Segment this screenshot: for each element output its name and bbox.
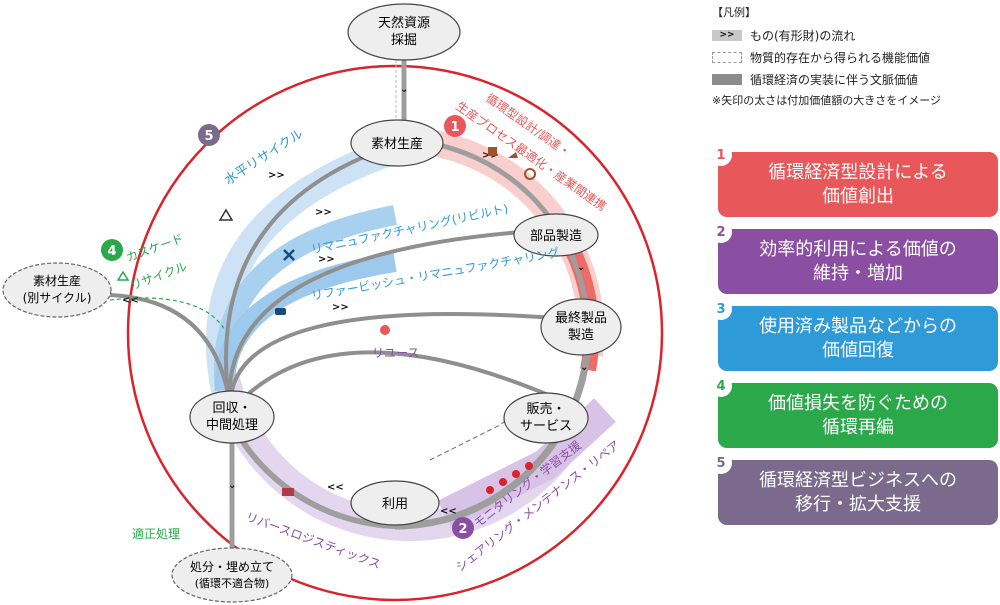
- flow-reverse: [227, 418, 396, 529]
- node-label: 製造: [568, 328, 594, 343]
- node-sales-service[interactable]: 販売・ サービス: [503, 392, 589, 444]
- legend: 【凡例】 >> もの(有形財)の流れ 物質的存在から得られる機能価値 循環経済の…: [712, 4, 997, 108]
- legend-label: もの(有形財)の流れ: [750, 28, 856, 43]
- key-label: 循環経済型ビジネスへの 移行・拡大支援: [759, 469, 957, 515]
- node-parts-manufacturing[interactable]: 部品製造: [513, 213, 599, 257]
- key-number: 2: [710, 221, 732, 243]
- gear-icon: [524, 168, 536, 180]
- node-natural-resources[interactable]: 天然資源 採掘: [347, 3, 461, 61]
- flow-arrow: ⌄: [580, 362, 588, 373]
- flow-arrow: ⌄: [228, 480, 236, 491]
- flow-reman: [227, 228, 551, 411]
- marker-4: 4: [101, 239, 123, 261]
- key-label: 循環経済型設計による 価値創出: [768, 161, 948, 207]
- circular-economy-diagram: ⌄ >> ⌄ ⌄ << << ⌄ >> >> >> >> << 天然資源 採掘 …: [2, 3, 664, 603]
- key-label: 使用済み製品などからの 価値回復: [759, 315, 957, 361]
- marker-5: 5: [198, 124, 220, 146]
- label-cascade: カスケード: [124, 231, 185, 265]
- node-label: 回収・: [212, 401, 251, 416]
- node-label: 中間処理: [206, 418, 258, 433]
- node-label: 部品製造: [530, 229, 582, 244]
- marker-2: 2: [452, 517, 474, 539]
- legend-item-functional: 物質的存在から得られる機能価値: [712, 46, 997, 68]
- flow-use: [394, 332, 592, 530]
- key-box-2[interactable]: 2 効率的利用による価値の 維持・増加: [710, 221, 998, 294]
- legend-note: ※矢印の太さは付加価値額の大きさをイメージ: [712, 94, 941, 107]
- category-key: 1 循環経済型設計による 価値創出 2 効率的利用による価値の 維持・増加 3 …: [710, 144, 998, 537]
- svg-text:1: 1: [450, 120, 459, 135]
- svg-text:5: 5: [204, 129, 213, 144]
- node-collection[interactable]: 回収・ 中間処理: [189, 390, 275, 444]
- flow-arrow: ⌄: [577, 262, 585, 273]
- node-label: (別サイクル): [23, 291, 92, 305]
- tools-icon: [283, 249, 295, 261]
- flow-refurbish: [227, 312, 581, 411]
- cascade-dash: [109, 297, 226, 331]
- key-number: 3: [710, 298, 732, 320]
- node-label: サービス: [520, 419, 572, 434]
- flow-arrow: ⌄: [400, 84, 408, 95]
- label-horizontal-recycle: 水平リサイクル: [222, 127, 306, 189]
- legend-item-flow: >> もの(有形財)の流れ: [712, 24, 997, 46]
- node-label: 天然資源: [378, 15, 430, 31]
- flow-arrow: >>: [315, 207, 332, 218]
- legend-label: 循環経済の実装に伴う文脈価値: [750, 72, 919, 87]
- legend-label: 物質的存在から得られる機能価値: [750, 50, 931, 65]
- reuse-icon: [380, 325, 390, 335]
- node-label: 素材生産: [33, 273, 81, 288]
- flow-horizontal-recycle: [224, 143, 396, 411]
- svg-text:4: 4: [107, 244, 116, 259]
- key-box-5[interactable]: 5 循環経済型ビジネスへの 移行・拡大支援: [710, 452, 998, 525]
- node-label: 採掘: [391, 33, 417, 48]
- solid-swatch: [712, 73, 742, 85]
- recycle-icon: [218, 208, 234, 221]
- flow-arrow: >>: [318, 254, 335, 265]
- flow-arrow: <<: [122, 295, 139, 306]
- flow-arrow: <<: [440, 506, 457, 517]
- label-proper-treatment: 適正処理: [132, 526, 180, 541]
- key-box-3[interactable]: 3 使用済み製品などからの 価値回復: [710, 298, 998, 371]
- crane-icon: [508, 152, 518, 158]
- factory-icon: [488, 147, 497, 156]
- flow-arrow: >>: [268, 170, 285, 181]
- node-label: 利用: [382, 497, 408, 512]
- node-label: 販売・: [526, 401, 565, 417]
- dashed-swatch: [712, 51, 742, 63]
- node-label: 素材生産: [371, 136, 423, 152]
- service-band-outline: [429, 394, 541, 461]
- car-icon: [275, 308, 286, 315]
- node-label: (循環不適合物): [195, 576, 270, 590]
- node-material-other-cycle[interactable]: 素材生産 (別サイクル): [2, 262, 112, 318]
- node-label: 処分・埋め立て: [190, 559, 274, 574]
- key-number: 4: [710, 375, 732, 397]
- truck-icon: [282, 488, 294, 496]
- marker-1: 1: [444, 115, 466, 137]
- key-label: 価値損失を防ぐための 循環再編: [768, 392, 948, 438]
- key-number: 1: [710, 144, 732, 166]
- flow-arrow: >>: [332, 302, 349, 313]
- flow-arrow-swatch: >>: [712, 29, 742, 41]
- node-disposal[interactable]: 処分・埋め立て (循環不適合物): [171, 547, 293, 603]
- node-label: 最終製品: [555, 310, 607, 326]
- key-box-4[interactable]: 4 価値損失を防ぐための 循環再編: [710, 375, 998, 448]
- key-label: 効率的利用による価値の 維持・増加: [759, 238, 957, 284]
- legend-item-contextual: 循環経済の実装に伴う文脈価値: [712, 68, 997, 90]
- legend-title: 【凡例】: [712, 6, 756, 19]
- flow-arrow: <<: [327, 482, 344, 493]
- svg-text:2: 2: [458, 522, 467, 537]
- flow-reuse: [230, 350, 561, 412]
- key-number: 5: [710, 452, 732, 474]
- label-reuse: リユース: [372, 346, 419, 360]
- node-final-product[interactable]: 最終製品 製造: [540, 298, 622, 356]
- outer-circle: [126, 64, 664, 602]
- cascade-recycle-icon: [116, 270, 130, 281]
- monitoring-icons: [486, 462, 533, 494]
- key-box-1[interactable]: 1 循環経済型設計による 価値創出: [710, 144, 998, 217]
- node-use[interactable]: 利用: [350, 480, 440, 526]
- node-material-production[interactable]: 素材生産: [350, 119, 444, 167]
